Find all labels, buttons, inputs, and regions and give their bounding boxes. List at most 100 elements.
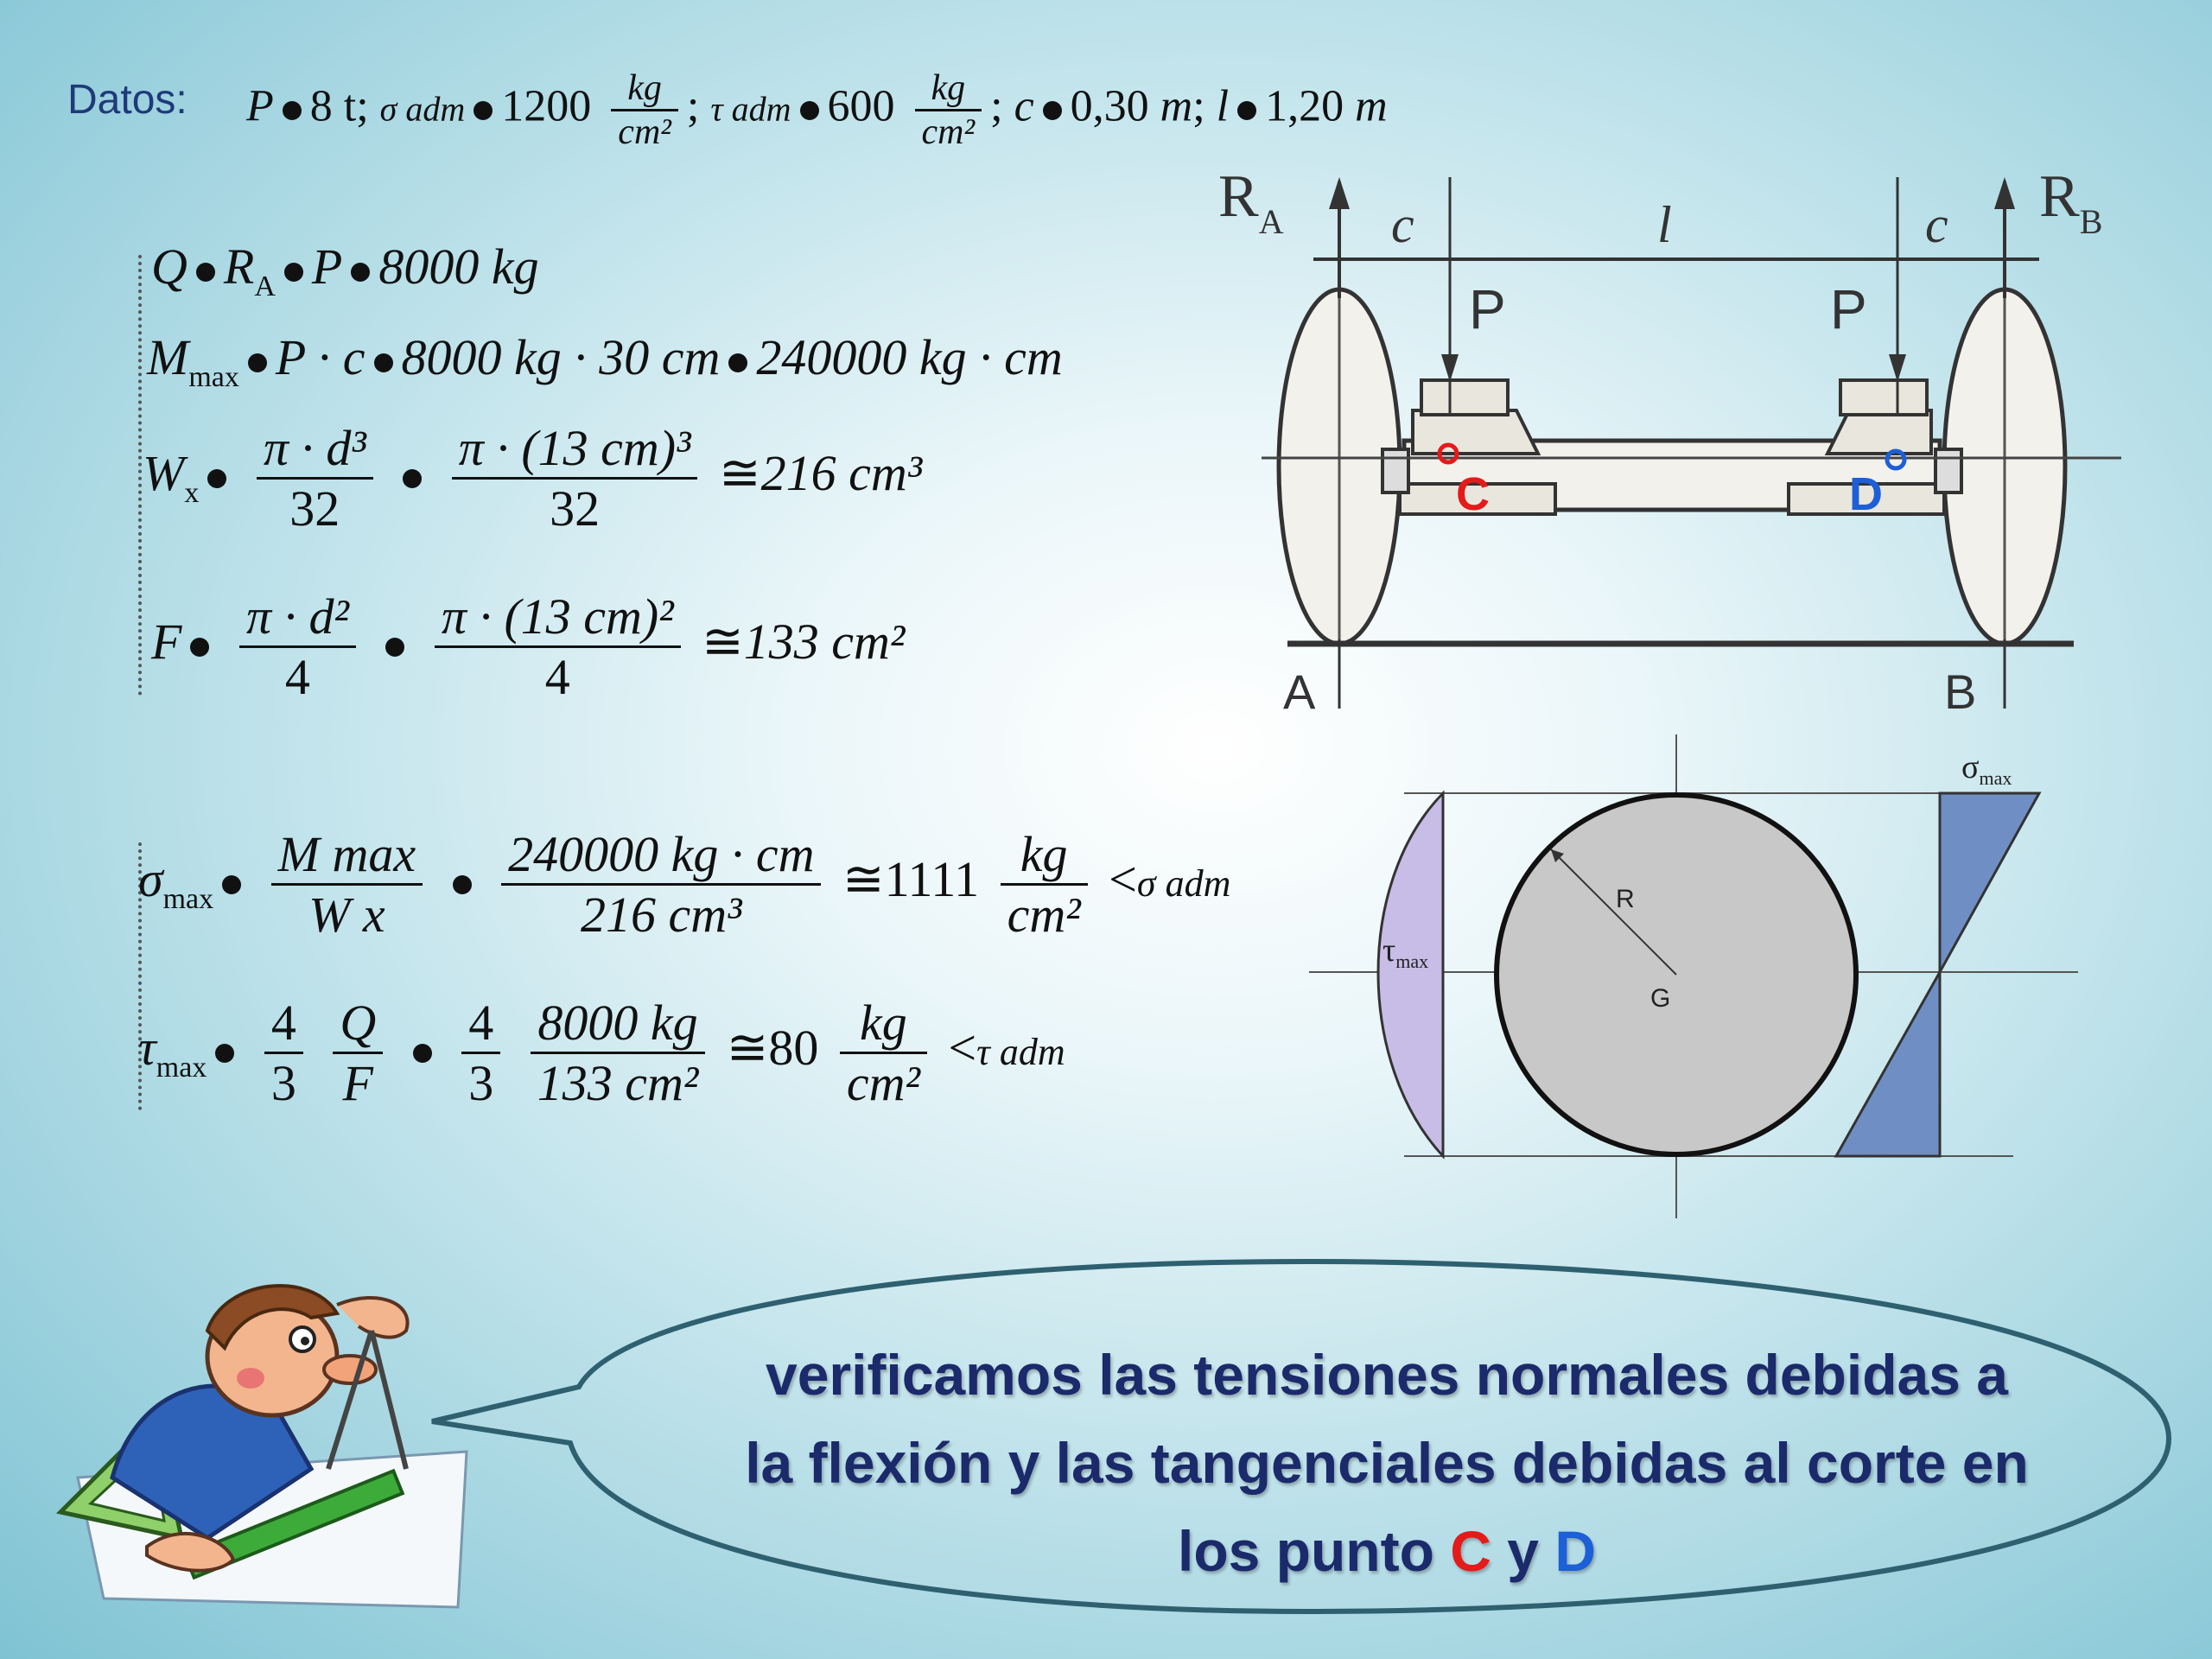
sigma-distribution-bottom [1834, 967, 1942, 1158]
axle-diagram: RA RB c l c P P C D A B [1218, 163, 2121, 719]
q-value: 8000 kg [378, 238, 539, 295]
p-value: 8 [309, 81, 333, 131]
sigma-compare: σ adm [1136, 861, 1231, 905]
tau-fraction-num3: 4 [461, 994, 501, 1054]
cm2-unit: cm² [921, 112, 976, 152]
tau-unit-den: cm² [846, 1055, 920, 1111]
equals-dot [385, 637, 405, 657]
tau-fraction-den4: 133 cm² [537, 1055, 699, 1111]
l-label: l [1657, 196, 1672, 253]
c-right-label: c [1925, 196, 1948, 253]
bubble-line-3-text: los punto [1177, 1519, 1434, 1583]
w-fraction-den2: 32 [550, 480, 601, 537]
rb-arrow-icon [1994, 177, 2015, 209]
equals-dot [452, 874, 472, 894]
ra-arrow-icon [1329, 177, 1350, 209]
equals-dot [1042, 100, 1062, 120]
tau-fraction-den: 3 [270, 1055, 296, 1111]
equals-dot [215, 1043, 235, 1063]
tau-max-label: τmax [1382, 932, 1428, 972]
tau-distribution [1376, 790, 1445, 1160]
radius-arrow-icon [1551, 849, 1564, 862]
datos-label: Datos: [67, 77, 188, 123]
equals-dot [195, 262, 215, 282]
sigma-subscript: max [162, 882, 214, 915]
equals-dot [403, 468, 423, 488]
cm2-unit: cm² [618, 112, 671, 152]
sigma-distribution-top [1938, 791, 2042, 977]
equals-dot [282, 100, 302, 120]
equals-dot [373, 353, 393, 372]
radius-label: R [1616, 885, 1635, 913]
point-c-label: C [1456, 468, 1490, 520]
point-d-label: D [1849, 468, 1883, 520]
p-symbol: P [311, 238, 343, 295]
kg-unit: kg [611, 67, 678, 111]
w-fraction-num: π · d³ [256, 419, 373, 480]
bubble-and: y [1507, 1519, 1539, 1583]
b-label: B [1944, 664, 1976, 719]
sigma-max-label: σmax [1961, 749, 2012, 789]
equals-dot [728, 353, 748, 372]
p-left-arrow-icon [1441, 354, 1459, 382]
tau-fraction-q: Q [333, 994, 384, 1054]
f-symbol: F [151, 613, 182, 670]
f-fraction-num: π · d² [238, 588, 356, 648]
equals-dot [474, 100, 493, 120]
m-subscript: max [188, 361, 239, 393]
sigma-fraction-den: W x [308, 887, 385, 943]
point-c-marker [1437, 442, 1459, 465]
bracket-decoration-2 [138, 842, 157, 1110]
a-label: A [1283, 664, 1316, 719]
sigma-unit-num: kg [1000, 825, 1088, 886]
bubble-line-1: verificamos las tensiones normales debid… [766, 1343, 2008, 1407]
equals-dot [412, 1043, 432, 1063]
equals-dot [1237, 100, 1257, 120]
ra-subscript: A [254, 270, 276, 302]
tau-fraction-num4: 8000 kg [530, 994, 706, 1054]
tau-value: 80 [768, 1019, 819, 1076]
m-unit: m [1160, 81, 1193, 131]
w-fraction-num2: π · (13 cm)³ [451, 419, 698, 480]
sigma-symbol: σ [138, 850, 163, 907]
tau-subscript: max [156, 1051, 207, 1084]
axle-body [1262, 378, 2121, 516]
w-fraction-den: 32 [289, 480, 340, 537]
p-right-arrow-icon [1889, 354, 1906, 382]
sigma-adm-symbol: σ adm [379, 89, 466, 129]
equals-dot [207, 468, 227, 488]
speech-bubble-text: verificamos las tensiones normales debid… [657, 1331, 2117, 1595]
centroid-label: G [1650, 984, 1670, 1013]
m-expression: P · c [275, 329, 365, 385]
sigma-adm-value: 1200 [501, 81, 592, 131]
m-substitution: 8000 kg · 30 cm [401, 329, 721, 385]
f-value: 133 cm² [743, 613, 906, 670]
equals-dot [351, 262, 371, 282]
w-subscript: x [184, 476, 200, 509]
tau-unit-num: kg [839, 994, 927, 1054]
m-value: 240000 kg · cm [756, 329, 1063, 385]
equals-dot [222, 874, 242, 894]
w-symbol: W [143, 444, 185, 501]
ra-symbol: R [223, 238, 255, 295]
c-symbol: c [1014, 81, 1034, 131]
sigma-value: 1111 [884, 850, 980, 907]
section-diagram: R G σmax τmax [1309, 734, 2078, 1218]
equals-dot [799, 100, 819, 120]
w-value: 216 cm³ [760, 444, 923, 501]
speech-bubble [431, 1258, 2172, 1615]
sigma-unit-den: cm² [1007, 887, 1081, 943]
p-symbol: P [246, 81, 274, 131]
rb-label: RB [2039, 163, 2102, 241]
equals-dot [247, 353, 267, 372]
l-value: 1,20 [1265, 81, 1344, 131]
equals-dot [190, 637, 210, 657]
equals-dot [283, 262, 303, 282]
tau-adm-symbol: τ adm [710, 89, 791, 129]
f-fraction-num2: π · (13 cm)² [434, 588, 681, 648]
f-fraction-den: 4 [284, 649, 310, 705]
c-value: 0,30 [1070, 81, 1149, 131]
